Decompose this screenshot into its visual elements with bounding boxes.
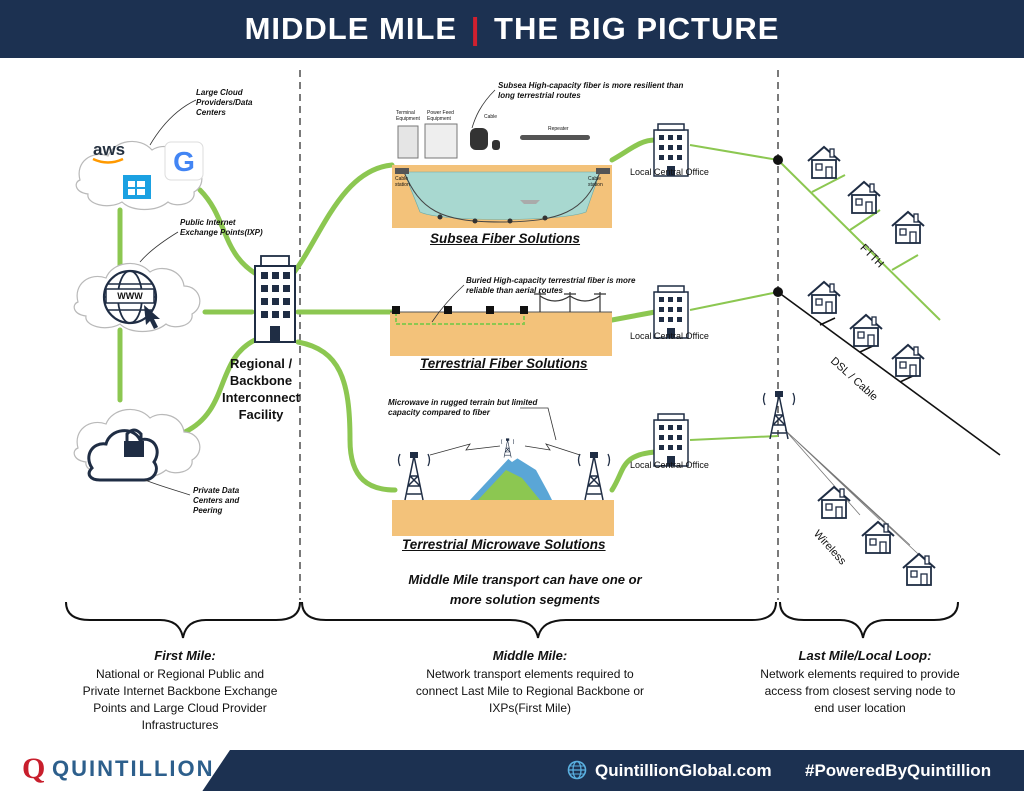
part-cable-station-left: Cable station	[395, 176, 410, 188]
globe-icon	[567, 760, 587, 780]
middle-mile-title: Middle Mile:	[492, 648, 568, 663]
note-microwave: Microwave in rugged terrain but limited …	[388, 398, 538, 417]
note-terrestrial: Buried High-capacity terrestrial fiber i…	[466, 276, 636, 295]
microwave-scene	[392, 438, 614, 536]
last-mile-title: Last Mile/Local Loop:	[798, 648, 932, 663]
segments-note: Middle Mile transport can have one or mo…	[408, 572, 642, 607]
cell-tower-icon	[762, 390, 796, 440]
quintillion-logo-icon: Q	[22, 752, 46, 785]
first-mile-title: First Mile:	[154, 648, 216, 663]
page-title: MIDDLE MILE | THE BIG PICTURE	[244, 11, 780, 46]
access-links	[689, 144, 941, 441]
terrestrial-scene	[390, 292, 612, 356]
part-repeater: Repeater	[548, 126, 569, 132]
part-cable: Cable	[484, 114, 498, 120]
label-central-office-2: Local Central Office	[630, 331, 709, 341]
house-icon	[817, 486, 851, 519]
house-icon	[891, 211, 925, 244]
label-large-cloud: Large Cloud Providers/Data Centers	[196, 88, 253, 117]
central-office-icon-3	[653, 413, 689, 467]
label-public-ixp: Public Internet Exchange Points(IXP)	[180, 218, 263, 237]
label-regional-facility: Regional / Backbone Interconnect Facilit…	[221, 356, 300, 422]
header-bar	[0, 0, 1024, 58]
title-terrestrial: Terrestrial Fiber Solutions	[420, 356, 588, 371]
label-central-office-3: Local Central Office	[630, 460, 709, 470]
part-power-feed: Power Feed Equipment	[427, 110, 454, 122]
www-text: WWW	[117, 291, 143, 301]
label-private-dc: Private Data Centers and Peering	[193, 486, 240, 515]
wireless-beams	[784, 429, 931, 566]
first-mile-desc: National or Regional Public and Private …	[82, 667, 278, 732]
aws-logo: aws	[93, 140, 126, 159]
hashtag-link[interactable]: #PoweredByQuintillion	[805, 761, 992, 780]
svg-text:G: G	[173, 146, 195, 177]
brand-name: QUINTILLION	[52, 756, 215, 781]
house-icon	[891, 344, 925, 377]
part-terminal: Terminal Equipment	[396, 110, 420, 122]
house-icon	[902, 553, 936, 586]
private-cloud-lock-icon	[87, 428, 159, 482]
subsea-scene	[392, 123, 612, 228]
middle-mile-diagram: G	[65, 70, 1001, 639]
part-cable-station-right: Cable station	[588, 176, 603, 188]
section-braces	[65, 601, 959, 639]
regional-building-icon	[254, 255, 296, 343]
middle-mile-desc: Network transport elements required to c…	[415, 667, 645, 715]
footer-logo-panel	[0, 750, 230, 791]
house-icon	[849, 314, 883, 347]
note-subsea: Subsea High-capacity fiber is more resil…	[498, 81, 684, 100]
www-globe-icon	[102, 269, 160, 329]
google-icon	[164, 141, 204, 181]
dsl-links	[777, 291, 1001, 456]
title-subsea: Subsea Fiber Solutions	[430, 231, 581, 246]
house-icon	[807, 146, 841, 179]
house-icon	[847, 181, 881, 214]
website-link[interactable]: QuintillionGlobal.com	[595, 761, 772, 780]
house-icon	[807, 281, 841, 314]
last-mile-desc: Network elements required to provide acc…	[760, 667, 960, 715]
label-central-office-1: Local Central Office	[630, 167, 709, 177]
title-microwave: Terrestrial Microwave Solutions	[402, 537, 606, 552]
